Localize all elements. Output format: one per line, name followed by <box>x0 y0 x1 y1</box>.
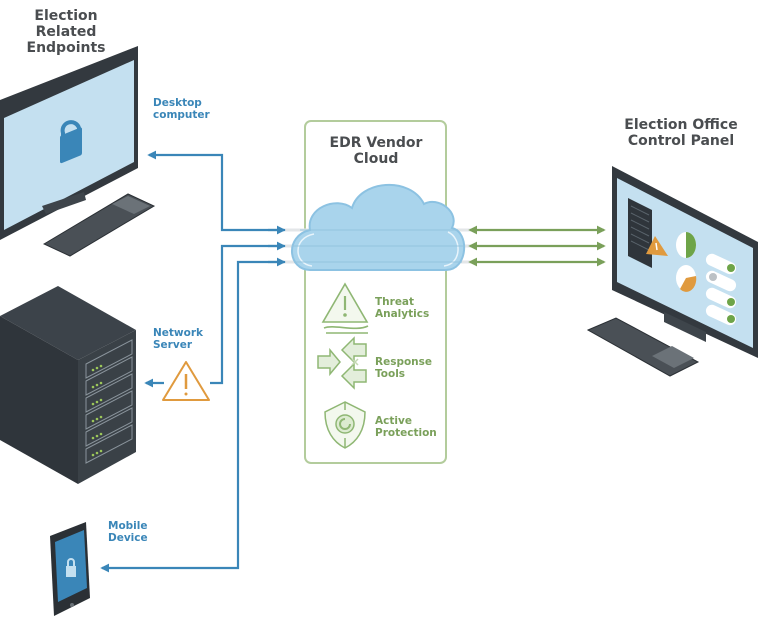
server-left <box>0 316 78 484</box>
control-panel-links <box>468 225 606 267</box>
server-label-line2: Server <box>153 339 193 352</box>
threat-analytics-label-line2: Analytics <box>375 308 430 321</box>
desktop-link <box>147 150 285 232</box>
desktop-stand <box>42 192 86 214</box>
panel-toggles <box>705 253 737 326</box>
server-warning-icon <box>162 361 210 401</box>
control-panel-heading: Election Office Control Panel <box>606 117 756 149</box>
desktop-computer[interactable] <box>0 46 156 257</box>
response-tools-label-line1: Response <box>375 356 433 368</box>
threat-analytics-icon <box>321 282 369 334</box>
cloud-heading-line2: Cloud <box>353 151 399 168</box>
cloud-heading-line1: EDR Vendor <box>329 135 423 151</box>
response-tools-label: Response Tools <box>375 356 432 380</box>
control-panel-monitor[interactable] <box>586 166 758 377</box>
mobile-label-line2: Device <box>108 532 148 545</box>
desktop-label-line1: Desktop <box>153 97 202 109</box>
cloud-icon <box>291 183 466 271</box>
server-label: Network Server <box>153 327 203 351</box>
control-panel-heading-line2: Control Panel <box>627 133 735 150</box>
endpoint-links <box>100 150 286 573</box>
active-protection-label: Active Protection <box>375 415 437 439</box>
mobile-device[interactable] <box>50 522 90 616</box>
endpoints-heading: Election Related Endpoints <box>2 8 130 56</box>
server-label-line1: Network <box>153 327 204 339</box>
panel-pie-orange <box>676 265 697 292</box>
desktop-label-line2: computer <box>153 109 210 122</box>
mobile-label-line1: Mobile <box>108 520 148 532</box>
server-drive-bays <box>85 339 133 464</box>
desktop-keyboard-pad <box>112 196 150 214</box>
threat-analytics-label-line1: Threat <box>375 296 415 308</box>
lock-icon <box>60 120 82 164</box>
response-tools-icon <box>317 336 367 390</box>
mobile-home-button <box>70 603 74 607</box>
mobile-lock-icon <box>66 558 76 577</box>
panel-stand <box>664 312 706 342</box>
cloud-heading: EDR Vendor Cloud <box>302 135 450 167</box>
server-status-leds <box>91 364 103 457</box>
server-top <box>0 286 136 360</box>
panel-list-lines <box>630 205 650 251</box>
panel-keyboard-pad <box>652 346 694 368</box>
active-protection-label-line1: Active <box>375 415 412 427</box>
panel-sidebar-list <box>628 198 652 268</box>
endpoints-heading-line2: Endpoints <box>26 40 106 57</box>
desktop-label: Desktop computer <box>153 97 210 121</box>
active-protection-icon <box>324 401 366 449</box>
panel-warning-icon <box>646 236 668 256</box>
response-tools-label-line2: Tools <box>375 368 406 381</box>
server-link <box>210 244 285 385</box>
mobile-label: Mobile Device <box>108 520 148 544</box>
active-protection-label-line2: Protection <box>375 427 437 440</box>
network-server[interactable] <box>0 286 136 484</box>
endpoints-heading-line1: Election Related <box>34 8 98 41</box>
threat-analytics-label: Threat Analytics <box>375 296 429 320</box>
panel-pie-green <box>676 232 696 258</box>
mobile-link <box>100 260 285 573</box>
control-panel-heading-line1: Election Office <box>624 117 738 133</box>
